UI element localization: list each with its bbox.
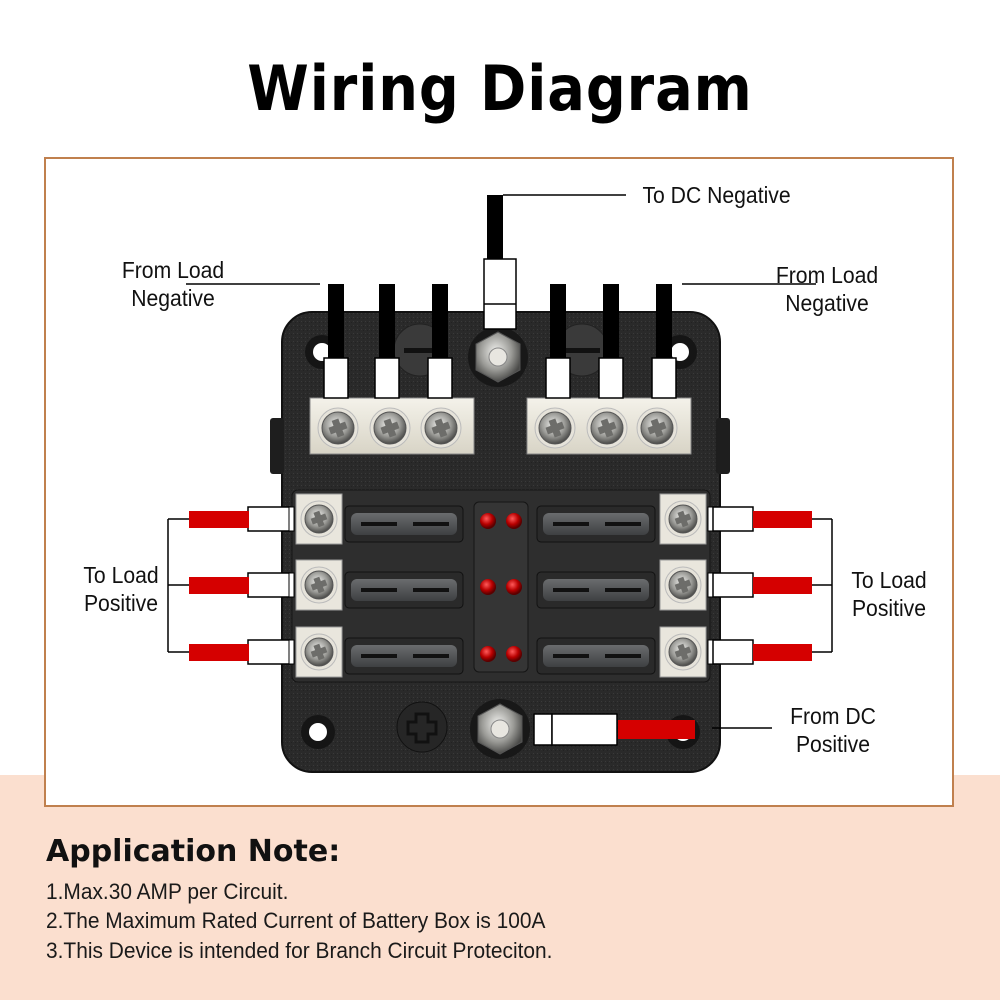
screw-icon — [300, 633, 338, 671]
screw-icon — [664, 633, 702, 671]
page-title: Wiring Diagram — [247, 52, 753, 125]
mount-hole-bottom-left-inner — [309, 723, 327, 741]
dc-negative-wire — [483, 194, 626, 330]
label-line: Positive — [83, 590, 159, 616]
negative-load-wire — [427, 284, 453, 399]
positive-load-wire-left — [168, 639, 295, 665]
screw-icon — [534, 407, 576, 449]
label-line: From DC — [790, 703, 876, 729]
cover-peg-slot — [566, 348, 600, 353]
cover-screw-bottom — [396, 701, 448, 753]
application-note-item: 3.This Device is intended for Branch Cir… — [46, 938, 553, 963]
led-indicator — [480, 579, 496, 595]
label-line: Negative — [785, 290, 869, 316]
label-line: Positive — [795, 731, 871, 757]
label-from-load-negative-right: From Load Negative — [767, 261, 887, 317]
fuse-slot — [344, 505, 464, 543]
led-indicator — [506, 646, 522, 662]
negative-stud — [468, 327, 528, 387]
positive-load-wire-left — [168, 572, 295, 598]
screw-icon — [586, 407, 628, 449]
label-line: Negative — [131, 285, 215, 311]
mount-hole-top-left-inner — [313, 343, 331, 361]
negative-load-wire — [651, 284, 677, 399]
positive-load-wire-right — [707, 572, 832, 598]
fuse-slot — [536, 637, 656, 675]
led-indicator — [506, 513, 522, 529]
label-to-load-positive-left: To Load Positive — [70, 561, 171, 617]
label-to-dc-negative: To DC Negative — [642, 181, 790, 209]
negative-load-wire — [374, 284, 400, 399]
label-text: To DC Negative — [642, 182, 791, 208]
positive-load-wire-left — [168, 506, 295, 532]
label-to-load-positive-right: To Load Positive — [838, 566, 939, 622]
negative-load-wire — [323, 284, 349, 399]
led-indicator — [480, 646, 496, 662]
label-from-load-negative-left: From Load Negative — [113, 256, 233, 312]
positive-load-wire-right — [707, 506, 832, 532]
led-strip — [473, 501, 529, 673]
application-note-item: 2.The Maximum Rated Current of Battery B… — [46, 908, 546, 933]
dc-positive-wire — [533, 713, 772, 746]
screw-icon — [420, 407, 462, 449]
screw-icon — [664, 566, 702, 604]
positive-stud — [396, 699, 530, 759]
screw-icon — [300, 500, 338, 538]
cover-peg-slot — [404, 348, 438, 353]
label-line: To Load — [851, 567, 927, 593]
screw-icon — [369, 407, 411, 449]
label-line: Positive — [851, 595, 927, 621]
label-from-dc-positive: From DC Positive — [782, 702, 883, 758]
fuse-slot — [536, 571, 656, 609]
screw-icon — [300, 566, 338, 604]
negative-load-wire — [545, 284, 571, 399]
screw-icon — [317, 407, 359, 449]
mount-hole-top-right-inner — [671, 343, 689, 361]
label-line: To Load — [83, 562, 159, 588]
screw-icon — [664, 500, 702, 538]
fuse-slot — [344, 637, 464, 675]
side-tab-right — [716, 418, 730, 474]
application-note-item: 1.Max.30 AMP per Circuit. — [46, 879, 289, 904]
led-indicator — [506, 579, 522, 595]
positive-load-wire-right — [707, 639, 832, 665]
fuse-slot — [344, 571, 464, 609]
fuse-slot — [536, 505, 656, 543]
side-tab-left — [270, 418, 284, 474]
led-indicator — [480, 513, 496, 529]
label-line: From Load — [121, 257, 225, 283]
screw-icon — [636, 407, 678, 449]
label-line: From Load — [775, 262, 879, 288]
negative-load-wire — [598, 284, 624, 399]
application-note-heading: Application Note: — [46, 834, 341, 869]
